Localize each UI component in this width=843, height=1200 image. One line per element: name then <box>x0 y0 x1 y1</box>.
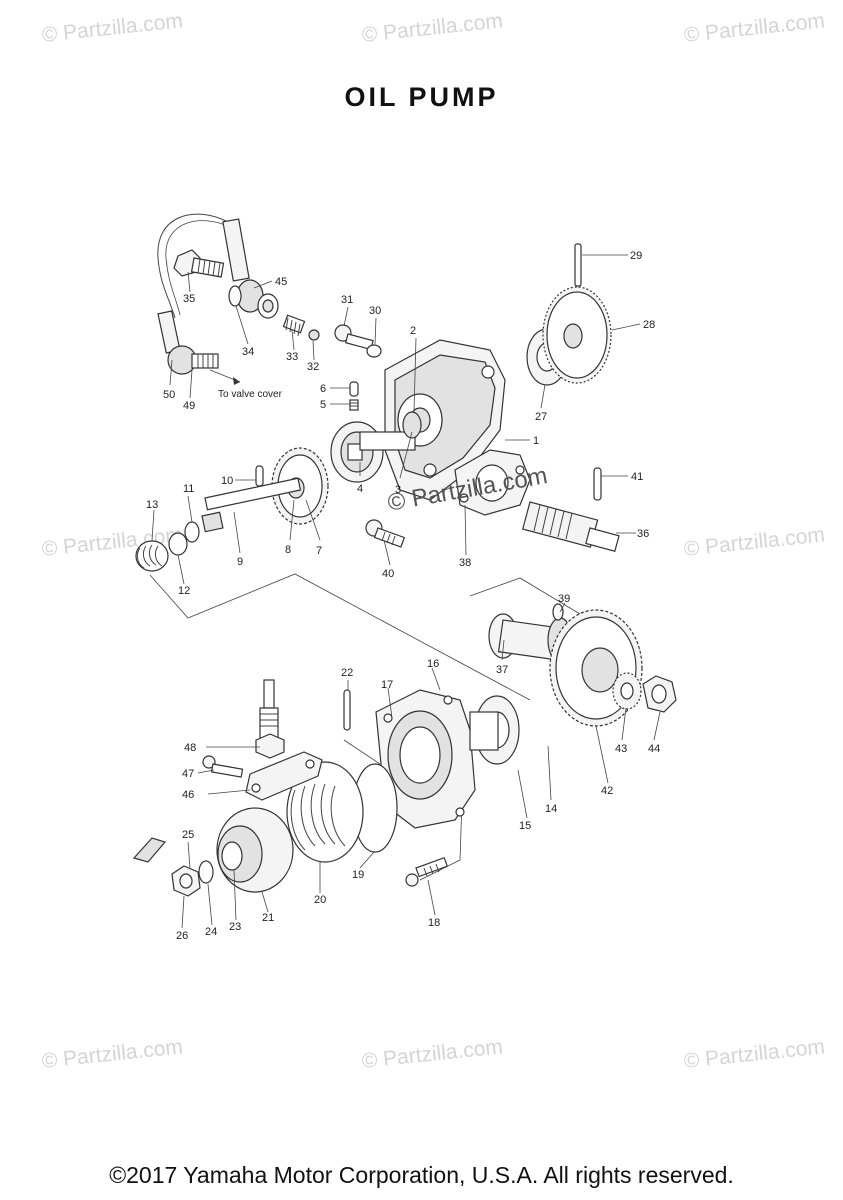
washer-30 <box>366 344 382 358</box>
spring-33 <box>282 314 306 337</box>
callout-38: 38 <box>459 557 471 569</box>
page-title: OIL PUMP <box>344 82 499 112</box>
leader-lines <box>151 254 661 929</box>
pin-29 <box>574 243 582 287</box>
callout-17: 17 <box>381 679 393 691</box>
callout-49: 49 <box>183 400 195 412</box>
gear-43 <box>612 672 642 710</box>
callout-35: 35 <box>183 293 195 305</box>
washer-12 <box>168 532 188 556</box>
worm-shaft-36 <box>522 501 620 552</box>
callout-29: 29 <box>630 250 642 262</box>
bracket-46 <box>245 751 323 801</box>
callout-9: 9 <box>237 556 243 568</box>
callout-42: 42 <box>601 785 613 797</box>
callout-30: 30 <box>369 305 381 317</box>
callout-34: 34 <box>242 346 254 358</box>
callout-41: 41 <box>631 471 643 483</box>
callout-8: 8 <box>285 544 291 556</box>
callout-16: 16 <box>427 658 439 670</box>
spring-5 <box>349 399 359 411</box>
callout-14: 14 <box>545 803 557 815</box>
callout-46: 46 <box>182 789 194 801</box>
callout-44: 44 <box>648 743 660 755</box>
callout-11: 11 <box>183 483 194 495</box>
callout-28: 28 <box>643 319 655 331</box>
nut-26 <box>171 865 201 897</box>
callout-40: 40 <box>382 568 394 580</box>
callout-3: 3 <box>395 484 401 496</box>
plunger-21 <box>216 807 294 893</box>
callout-13: 13 <box>146 499 158 511</box>
bolt-40 <box>365 519 406 548</box>
callout-12: 12 <box>178 585 190 597</box>
callout-23: 23 <box>229 921 241 933</box>
circlip-11 <box>184 521 200 543</box>
rotor-4 <box>330 421 416 483</box>
washer-24 <box>198 860 214 884</box>
shaft-9 <box>201 477 302 533</box>
washer-39 <box>552 603 564 621</box>
callout-10: 10 <box>221 475 233 487</box>
callout-18: 18 <box>428 917 440 929</box>
pump-body-16 <box>375 689 476 829</box>
pin-41 <box>593 467 602 501</box>
pin-10 <box>255 465 264 487</box>
callout-36: 36 <box>637 528 649 540</box>
callout-5: 5 <box>320 399 326 411</box>
callout-33: 33 <box>286 351 298 363</box>
ball-32 <box>308 329 320 341</box>
callout-4: 4 <box>357 483 363 495</box>
cover-38 <box>454 449 531 516</box>
callout-25: 25 <box>182 829 194 841</box>
callout-45: 45 <box>275 276 287 288</box>
bolt-18 <box>405 856 449 887</box>
callout-19: 19 <box>352 869 364 881</box>
callout-47: 47 <box>182 768 194 780</box>
callout-7: 7 <box>316 545 322 557</box>
spring-20 <box>286 761 364 863</box>
union-bolt-35 <box>173 249 225 278</box>
union-fitting-45 <box>222 218 279 319</box>
to-valve-cover-note: To valve cover <box>218 389 283 400</box>
callout-6: 6 <box>320 383 326 395</box>
pin-6 <box>349 381 359 397</box>
sprocket-28 <box>542 286 612 384</box>
oil-hose <box>157 213 229 319</box>
pin-22 <box>343 689 351 731</box>
rotor-2 <box>402 411 422 439</box>
callout-20: 20 <box>314 894 326 906</box>
callout-31: 31 <box>341 294 353 306</box>
front-direction-icon <box>132 837 167 863</box>
callout-43: 43 <box>615 743 627 755</box>
callout-50: 50 <box>163 389 175 401</box>
callout-22: 22 <box>341 667 353 679</box>
callout-2: 2 <box>410 325 416 337</box>
washer-34 <box>228 285 242 307</box>
copyright-footer: ©2017 Yamaha Motor Corporation, U.S.A. A… <box>109 1162 734 1188</box>
callout-26: 26 <box>176 930 188 942</box>
oil-seal-14 <box>469 695 520 765</box>
callout-39: 39 <box>558 593 570 605</box>
union-fitting-50 <box>157 310 219 375</box>
nut-44 <box>642 675 677 713</box>
callout-32: 32 <box>307 361 319 373</box>
callout-21: 21 <box>262 912 274 924</box>
adjuster-48 <box>255 679 285 759</box>
callout-1: 1 <box>533 435 539 447</box>
callout-15: 15 <box>519 820 531 832</box>
spring-13 <box>135 540 169 572</box>
bolt-47 <box>202 755 244 778</box>
callout-27: 27 <box>535 411 547 423</box>
bolt-31 <box>334 324 374 351</box>
callout-48: 48 <box>184 742 196 754</box>
callout-24: 24 <box>205 926 217 938</box>
callout-37: 37 <box>496 664 508 676</box>
